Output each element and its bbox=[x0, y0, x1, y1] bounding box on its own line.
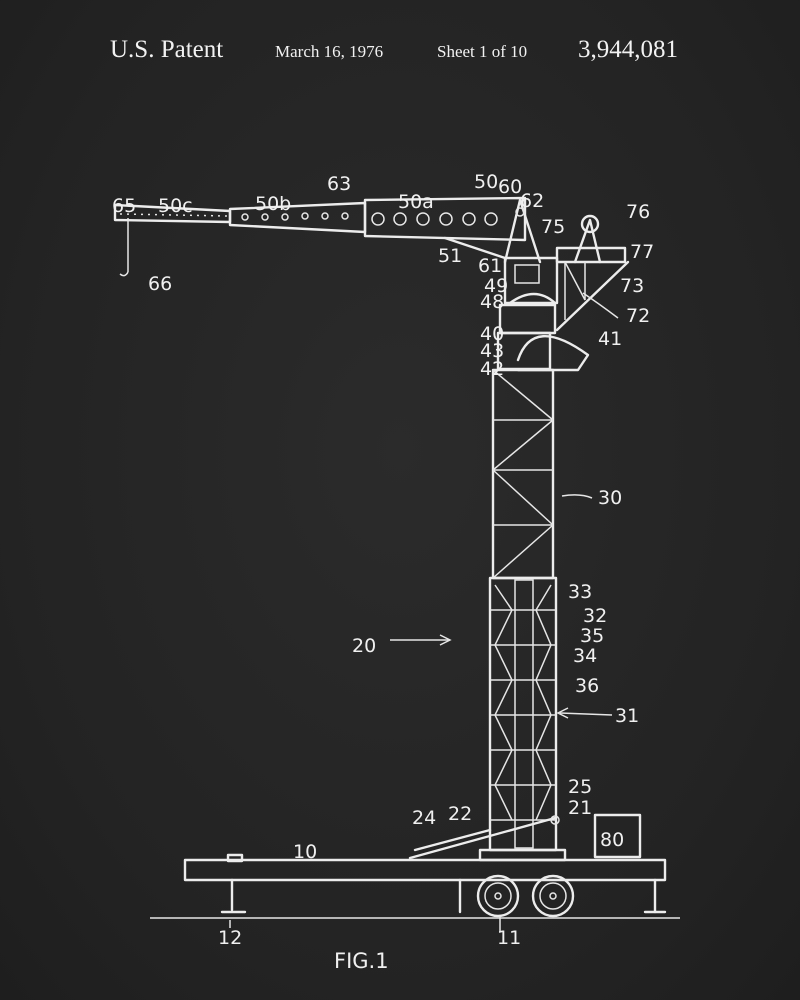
jib bbox=[113, 196, 527, 277]
ref-label: 76 bbox=[626, 201, 650, 223]
ref-label: 10 bbox=[293, 841, 317, 863]
ref-label: 77 bbox=[630, 241, 654, 263]
reference-labels: 65 50c 50b 63 50a 50 60 62 76 75 77 51 6… bbox=[112, 171, 654, 973]
patent-title: U.S. Patent bbox=[110, 36, 224, 63]
ref-label: 21 bbox=[568, 797, 592, 819]
ref-label: 34 bbox=[573, 645, 597, 667]
ref-label: 32 bbox=[583, 605, 607, 627]
ref-label: 75 bbox=[541, 216, 565, 238]
ref-label: 49 bbox=[484, 275, 508, 297]
patent-date: March 16, 1976 bbox=[275, 42, 384, 61]
ref-label: 33 bbox=[568, 581, 592, 603]
ref-label: 42 bbox=[480, 358, 504, 380]
ref-label: 22 bbox=[448, 803, 472, 825]
ref-label: 20 bbox=[352, 635, 376, 657]
patent-number: 3,944,081 bbox=[578, 36, 678, 63]
lower-mast bbox=[488, 576, 558, 852]
ref-label: 11 bbox=[497, 927, 521, 949]
ref-label: 40 bbox=[480, 323, 504, 345]
ref-label: 24 bbox=[412, 807, 436, 829]
ref-label: 12 bbox=[218, 927, 242, 949]
ref-label: 60 bbox=[498, 176, 522, 198]
ref-label: 50 bbox=[474, 171, 498, 193]
ref-label: 36 bbox=[575, 675, 599, 697]
ref-label: 50a bbox=[398, 191, 434, 213]
ref-label: 41 bbox=[598, 328, 622, 350]
ref-label: 61 bbox=[478, 255, 502, 277]
ref-label: 43 bbox=[480, 340, 504, 362]
ref-label: 72 bbox=[626, 305, 650, 327]
ref-label: 31 bbox=[615, 705, 639, 727]
ref-label: 80 bbox=[600, 829, 624, 851]
ref-label: 30 bbox=[598, 487, 622, 509]
ref-label: 48 bbox=[480, 291, 504, 313]
counter-jib bbox=[555, 214, 630, 332]
ref-label: 50b bbox=[255, 193, 291, 215]
ref-label: 63 bbox=[327, 173, 351, 195]
ref-label: 35 bbox=[580, 625, 604, 647]
ref-label: 25 bbox=[568, 776, 592, 798]
ref-label: 51 bbox=[438, 245, 462, 267]
sheet-number: Sheet 1 of 10 bbox=[437, 42, 528, 61]
ref-label: 73 bbox=[620, 275, 644, 297]
figure-caption: FIG.1 bbox=[334, 949, 389, 973]
ref-label: 62 bbox=[520, 190, 544, 212]
upper-mast bbox=[491, 368, 555, 580]
ref-label: 66 bbox=[148, 273, 172, 295]
trailer bbox=[150, 813, 680, 932]
ref-label: 50c bbox=[158, 195, 193, 217]
ref-label: 65 bbox=[112, 195, 136, 217]
